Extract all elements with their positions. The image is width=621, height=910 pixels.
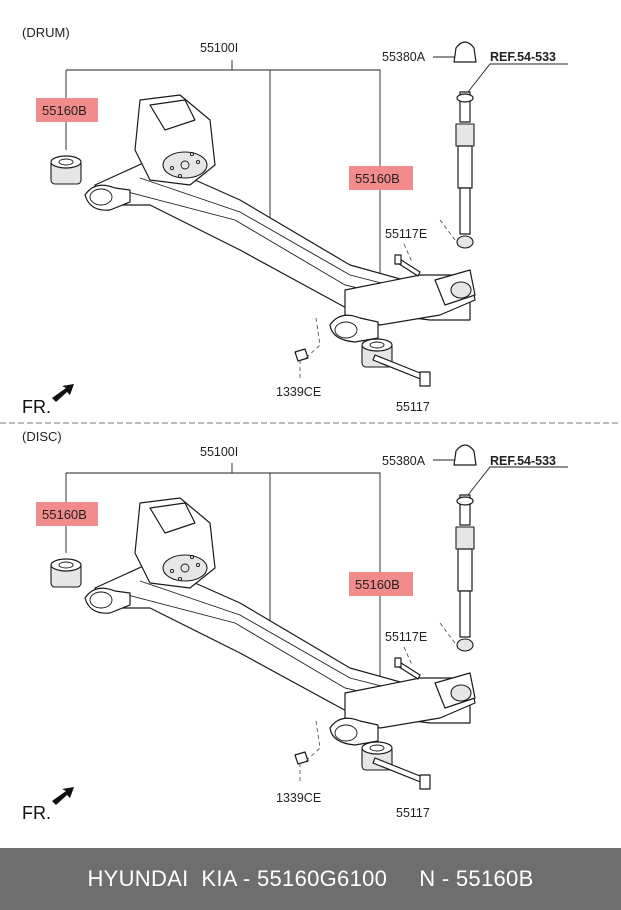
bolt-upper-label: 55117E	[385, 227, 427, 241]
bushing-right-highlight	[349, 572, 413, 596]
rear-axle-diagram: (DRUM) 55100I 55160B 55160B 55380A REF.5…	[0, 25, 621, 823]
front-direction-label: FR.	[22, 803, 51, 823]
nut-label: 1339CE	[276, 385, 321, 399]
bushing-left-label: 55160B	[42, 103, 87, 118]
bolt-upper-label: 55117E	[385, 630, 427, 644]
bushing-right-label: 55160B	[355, 577, 400, 592]
section-title: (DRUM)	[22, 25, 70, 40]
part-number-footer: HYUNDAI KIA - 55160G6100 N - 55160B	[0, 848, 621, 910]
footer-text: HYUNDAI KIA - 55160G6100 N - 55160B	[87, 866, 534, 891]
bushing-right-label: 55160B	[355, 171, 400, 186]
bushing-left-highlight	[36, 98, 98, 122]
nut-label: 1339CE	[276, 791, 321, 805]
ref-label: REF.54-533	[490, 454, 556, 468]
section-title: (DISC)	[22, 429, 62, 444]
bushing-left-highlight	[36, 502, 98, 526]
bump-stopper-label: 55380A	[382, 50, 426, 64]
ref-label: REF.54-533	[490, 50, 556, 64]
bolt-lower-label: 55117	[396, 400, 430, 414]
section-disc: (DISC) 55100I 55160B 55160B 55380A REF.5…	[22, 429, 569, 823]
axle-label: 55100I	[200, 445, 238, 459]
drum-axle-artwork	[50, 41, 569, 403]
disc-axle-artwork	[50, 444, 569, 806]
bolt-lower-label: 55117	[396, 806, 430, 820]
bushing-left-label: 55160B	[42, 507, 87, 522]
bushing-right-highlight	[349, 166, 413, 190]
axle-label: 55100I	[200, 41, 238, 55]
front-direction-label: FR.	[22, 397, 51, 417]
section-drum: (DRUM) 55100I 55160B 55160B 55380A REF.5…	[22, 25, 569, 417]
bump-stopper-label: 55380A	[382, 454, 426, 468]
